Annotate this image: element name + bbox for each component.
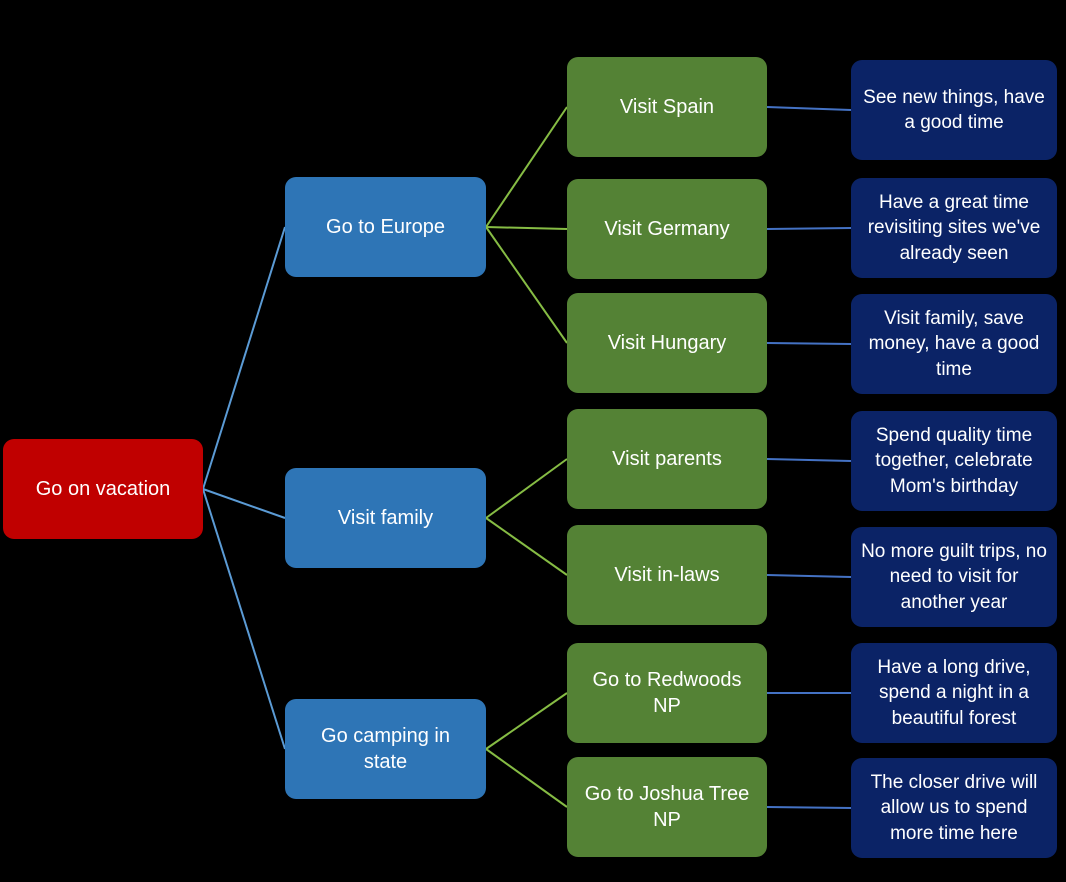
outcome-node-parents: Spend quality time together, celebrate M…: [851, 411, 1057, 511]
sub-node-visit-parents: Visit parents: [567, 409, 767, 509]
connector-hungary-outcome: [766, 342, 852, 345]
connector-inlaws-outcome: [766, 574, 852, 578]
sub-node-visit-spain: Visit Spain: [567, 57, 767, 157]
outcome-node-redwoods: Have a long drive, spend a night in a be…: [851, 643, 1057, 743]
outcome-node-spain: See new things, have a good time: [851, 60, 1057, 160]
connector-family-inlaws: [485, 517, 568, 576]
outcome-node-in-laws: No more guilt trips, no need to visit fo…: [851, 527, 1057, 627]
outcome-node-joshua-tree: The closer drive will allow us to spend …: [851, 758, 1057, 858]
connector-root-camping: [202, 488, 286, 750]
outcome-node-hungary: Visit family, save money, have a good ti…: [851, 294, 1057, 394]
connector-camping-joshua: [485, 748, 568, 808]
connector-spain-outcome: [766, 106, 852, 111]
connector-germany-outcome: [766, 227, 852, 230]
connector-family-parents: [485, 458, 568, 519]
connector-europe-spain: [485, 106, 568, 228]
root-node-go-on-vacation: Go on vacation: [3, 439, 203, 539]
sub-node-go-to-redwoods-np: Go to Redwoods NP: [567, 643, 767, 743]
outcome-node-germany: Have a great time revisiting sites we've…: [851, 178, 1057, 278]
option-node-go-to-europe: Go to Europe: [285, 177, 486, 277]
connector-europe-germany: [485, 226, 568, 230]
connector-joshua-outcome: [766, 806, 852, 809]
connector-root-family: [202, 488, 286, 519]
connector-camping-redwoods: [485, 692, 568, 750]
sub-node-go-to-joshua-tree-np: Go to Joshua Tree NP: [567, 757, 767, 857]
connector-root-europe: [202, 226, 286, 490]
option-node-visit-family: Visit family: [285, 468, 486, 568]
connector-europe-hungary: [485, 226, 568, 344]
sub-node-visit-in-laws: Visit in-laws: [567, 525, 767, 625]
sub-node-visit-hungary: Visit Hungary: [567, 293, 767, 393]
sub-node-visit-germany: Visit Germany: [567, 179, 767, 279]
connector-parents-outcome: [766, 458, 852, 462]
option-node-go-camping-in-state: Go camping in state: [285, 699, 486, 799]
